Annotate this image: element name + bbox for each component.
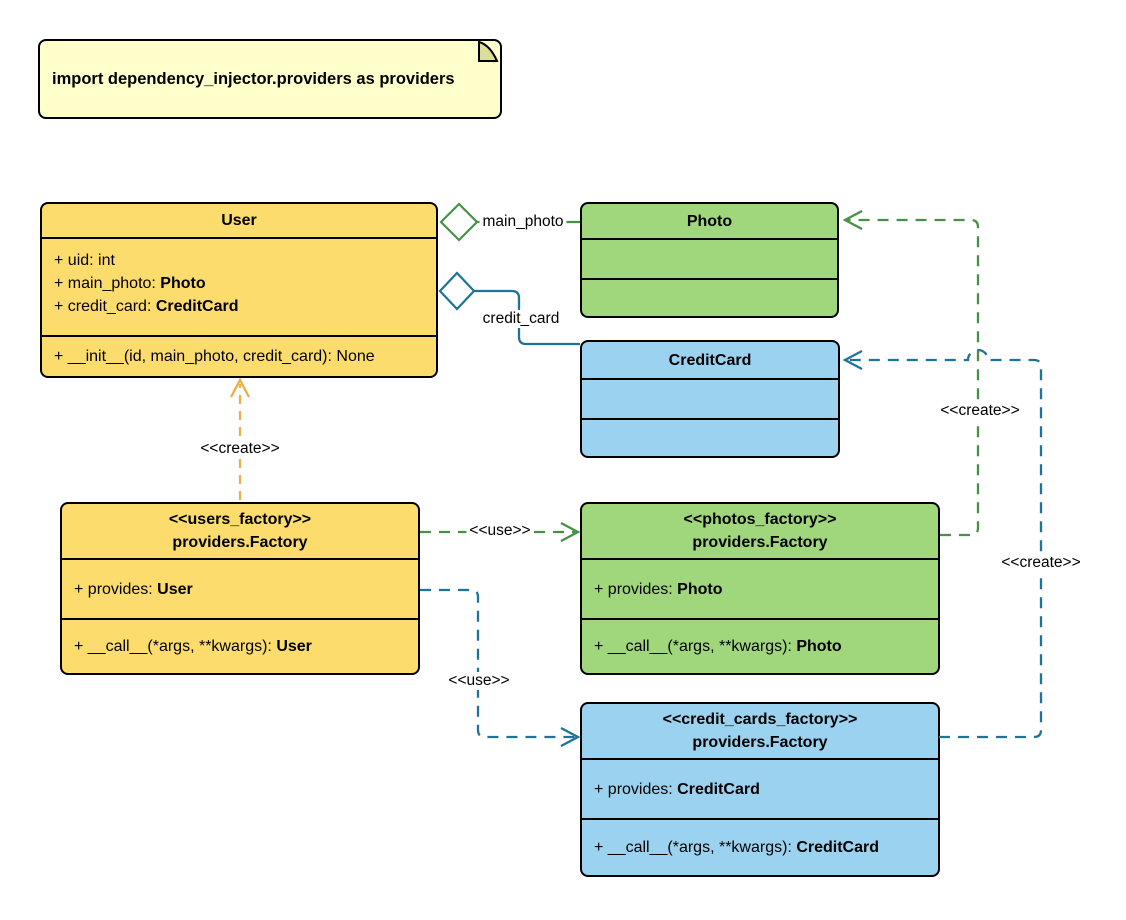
class-creditcard-methods [582, 420, 838, 456]
attribute-row: + uid: int [54, 252, 115, 269]
edge-label-create-photo: <<create>> [937, 402, 1023, 420]
import-note-text: import dependency_injector.providers as … [52, 69, 455, 88]
method-row: + __call__(*args, **kwargs): Photo [594, 638, 842, 655]
edge-label-use-credit-cards: <<use>> [445, 672, 513, 690]
stereotype: <<users_factory>> [168, 511, 312, 528]
class-credit-cards-factory-methods: + __call__(*args, **kwargs): CreditCard [582, 820, 938, 875]
class-photo-attributes [582, 240, 837, 280]
attribute-row: + provides: CreditCard [594, 780, 760, 798]
class-photo-methods [582, 280, 837, 316]
edge-create-photo [846, 218, 980, 537]
attribute-row: + credit_card: CreditCard [54, 298, 239, 315]
class-photo-title: Photo [582, 204, 837, 240]
class-users-factory-title: <<users_factory>> providers.Factory [62, 504, 418, 560]
method-row: + __call__(*args, **kwargs): CreditCard [594, 839, 879, 856]
edge-label-create-user: <<create>> [197, 440, 283, 458]
arrowhead-use-credit-cards-icon [560, 726, 581, 748]
arrowhead-use-photos-icon [560, 521, 581, 543]
edge-label-credit-card: credit_card [479, 310, 563, 328]
aggregation-diamond-main-photo-icon [439, 202, 479, 242]
class-photos-factory-title: <<photos_factory>> providers.Factory [582, 504, 938, 560]
stereotype: <<photos_factory>> [683, 511, 837, 528]
class-photo: Photo [580, 202, 839, 318]
arrowhead-create-user-icon [229, 377, 251, 398]
import-note: import dependency_injector.providers as … [38, 39, 502, 119]
aggregation-diamond-credit-card-icon [438, 271, 476, 311]
edge-label-create-credit-card: <<create>> [998, 554, 1084, 572]
class-creditcard-title: CreditCard [582, 342, 838, 380]
attribute-row: + main_photo: Photo [54, 275, 206, 292]
note-fold-icon [478, 40, 499, 62]
attribute-row: + provides: User [74, 580, 193, 598]
method-row: + __init__(id, main_photo, credit_card):… [54, 348, 375, 365]
edge-label-use-photos: <<use>> [466, 522, 534, 540]
class-creditcard: CreditCard [580, 340, 840, 458]
arrowhead-create-photo-icon [842, 209, 863, 231]
class-user-attributes: + uid: int + main_photo: Photo + credit_… [42, 239, 436, 337]
class-users-factory-attributes: + provides: User [62, 560, 418, 620]
class-photos-factory: <<photos_factory>> providers.Factory + p… [580, 502, 940, 675]
class-user-methods: + __init__(id, main_photo, credit_card):… [42, 337, 436, 376]
class-users-factory: <<users_factory>> providers.Factory + pr… [60, 502, 420, 675]
edge-use-credit-cards-factory [420, 588, 575, 739]
class-user: User + uid: int + main_photo: Photo + cr… [40, 202, 438, 378]
attribute-row: + provides: Photo [594, 580, 723, 598]
arrowhead-create-credit-card-icon [842, 349, 863, 371]
class-credit-cards-factory: <<credit_cards_factory>> providers.Facto… [580, 702, 940, 877]
edge-label-main-photo: main_photo [479, 213, 567, 231]
class-users-factory-methods: + __call__(*args, **kwargs): User [62, 620, 418, 673]
method-row: + __call__(*args, **kwargs): User [74, 638, 312, 655]
stereotype: <<credit_cards_factory>> [662, 711, 858, 728]
class-photos-factory-methods: + __call__(*args, **kwargs): Photo [582, 620, 938, 673]
class-photos-factory-attributes: + provides: Photo [582, 560, 938, 620]
class-user-title: User [42, 204, 436, 239]
class-creditcard-attributes [582, 380, 838, 420]
class-credit-cards-factory-title: <<credit_cards_factory>> providers.Facto… [582, 704, 938, 760]
class-credit-cards-factory-attributes: + provides: CreditCard [582, 760, 938, 820]
